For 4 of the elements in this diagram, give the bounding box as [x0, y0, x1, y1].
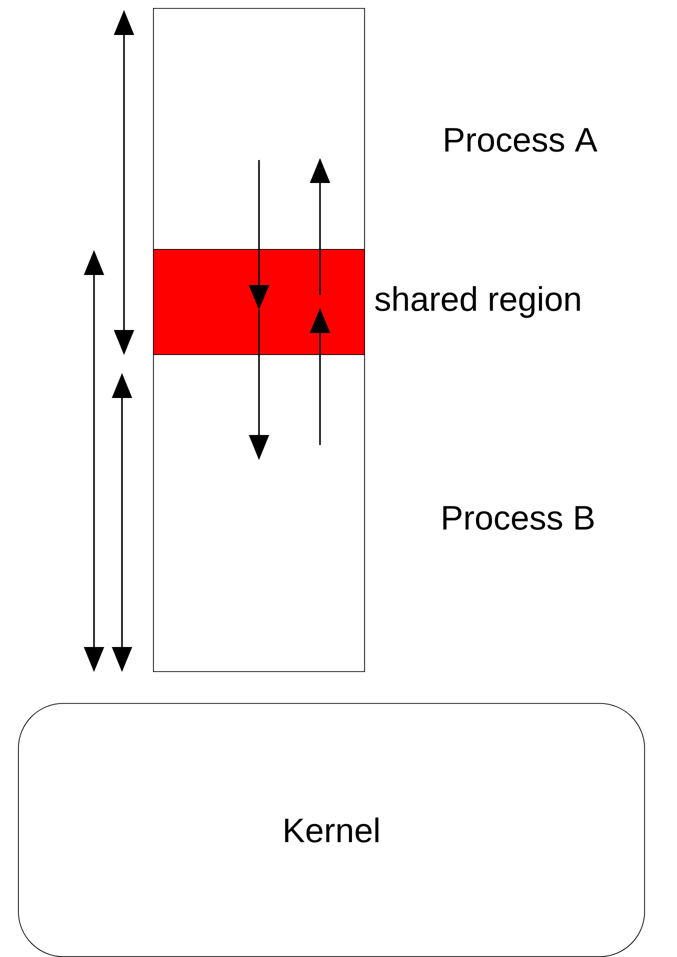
process-label: Process B — [443, 506, 594, 530]
kernel-box: Kernel — [18, 703, 645, 957]
region-label: shared region — [375, 286, 580, 318]
process-label: Process A — [445, 128, 598, 152]
